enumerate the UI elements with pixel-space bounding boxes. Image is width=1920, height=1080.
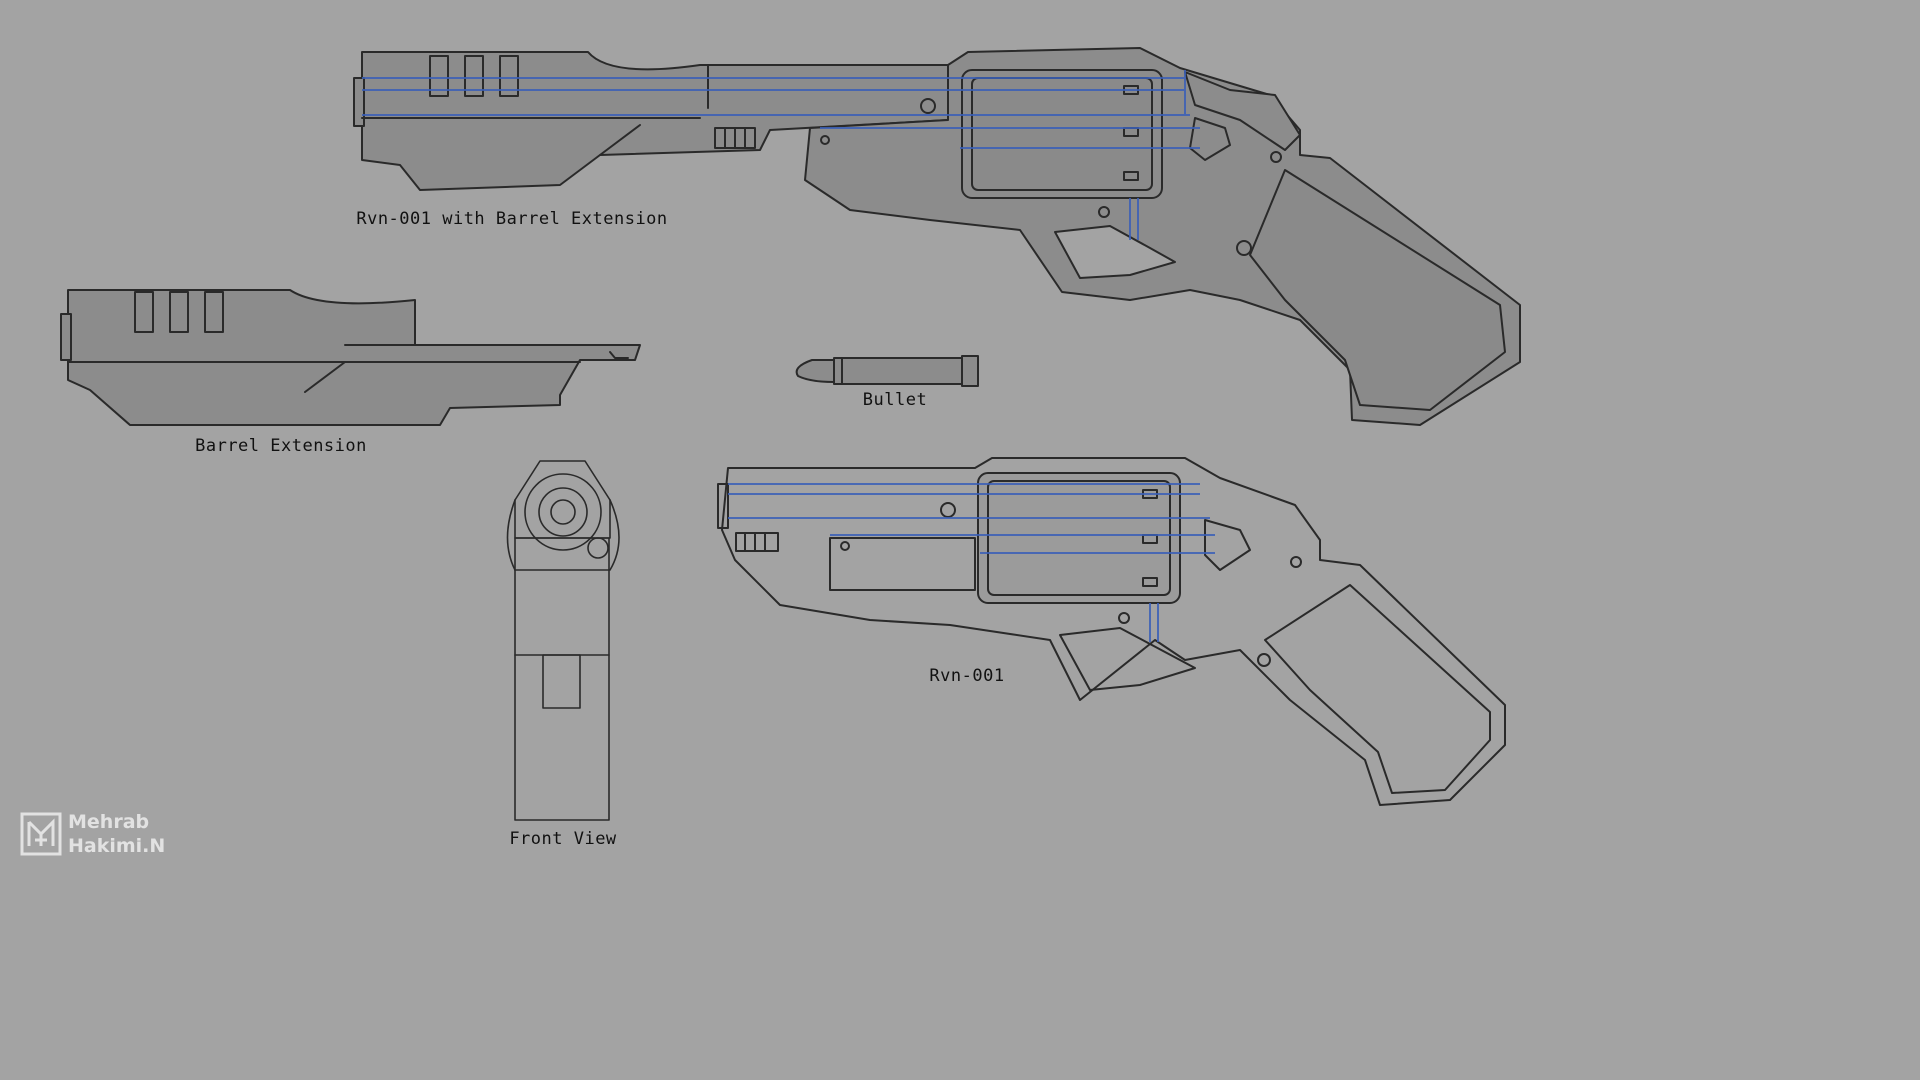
front-view-grip	[514, 537, 610, 821]
gun-trigger-guard	[1059, 627, 1196, 691]
concept-sheet: Rvn-001 with Barrel Extension Barrel Ext…	[20, 47, 1521, 858]
bullet-casing	[833, 357, 977, 385]
full-gun-caption: Rvn-001 with Barrel Extension	[356, 209, 668, 229]
gun-caption: Rvn-001	[929, 666, 1005, 686]
front-view-muzzle-outer	[524, 473, 602, 551]
gun-barrel-vents	[735, 532, 779, 552]
watermark-line1: Mehrab	[68, 811, 150, 833]
full-gun-barrel-vents	[429, 55, 449, 97]
full-gun-hammer	[1184, 71, 1301, 151]
watermark-text: Mehrab Hakimi.N	[68, 810, 165, 858]
gun-cylinder	[977, 472, 1181, 604]
watermark: Mehrab Hakimi.N	[20, 810, 165, 858]
full-gun-drawing	[353, 47, 1521, 426]
front-view-muzzle-inner	[550, 499, 576, 525]
guide-lines	[362, 70, 1215, 642]
front-view-drawing	[506, 460, 620, 821]
bullet-caption: Bullet	[862, 390, 928, 410]
watermark-line2: Hakimi.N	[68, 835, 166, 857]
mh-monogram-logo-icon	[20, 812, 62, 856]
barrel-extension-vents	[134, 291, 154, 333]
gun-drawing	[717, 457, 1506, 806]
front-view-caption: Front View	[509, 829, 617, 849]
bullet-tip	[795, 359, 835, 383]
barrel-extension-drawing	[60, 289, 641, 426]
full-gun-grip	[1249, 169, 1506, 411]
barrel-extension-caption: Barrel Extension	[195, 436, 367, 456]
bullet-drawing	[795, 355, 979, 387]
sketch-layer	[60, 47, 1521, 821]
full-gun-trigger-guard	[1054, 225, 1176, 279]
gun-frame-outline	[721, 457, 1506, 806]
